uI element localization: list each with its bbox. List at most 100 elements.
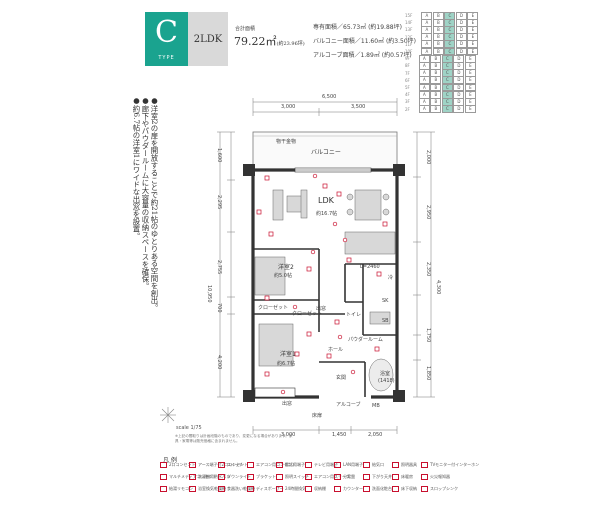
legend-symbol-icon: [334, 474, 341, 480]
legend-symbol-icon: [160, 486, 167, 492]
dim-right-5: 1,750: [425, 328, 431, 343]
legend-item: 給湯リモコン: [160, 486, 193, 492]
dim-left-2: 2,295: [216, 195, 222, 210]
description-line-2: ●廊下やパウダールームに大容量の収納スペースを確保。: [141, 96, 150, 290]
balcony-note: 物干金物: [276, 139, 297, 145]
legend-item-label: 火災報知器: [430, 474, 450, 479]
legend-item: LAN用端子: [334, 462, 363, 468]
legend-item: エアコン用スリーブ: [305, 474, 350, 480]
legend-symbol-icon: [421, 486, 428, 492]
room-wd: 出窓: [316, 306, 327, 312]
legend-symbol-icon: [421, 462, 428, 468]
legend-item: 下がり天井: [363, 474, 392, 480]
legend-symbol-icon: [189, 462, 196, 468]
dim-left-3: 2,755: [216, 260, 222, 275]
room-mb: MB: [372, 403, 380, 409]
dim-right-4: 4,300: [435, 280, 441, 295]
legend-item-label: 床暖房: [401, 474, 413, 479]
dim-bottom-1: 3,000: [281, 432, 296, 438]
legend-item: 洗面化粧台: [363, 486, 392, 492]
legend-item: テレビ用端子: [305, 462, 338, 468]
legend-item: マルチメディアコンセント: [160, 474, 217, 480]
room-bed2: 洋室2: [278, 264, 294, 271]
dim-left-total: 10,950: [206, 285, 212, 303]
floor-label: 9F: [405, 56, 410, 62]
legend-item-label: 24時間換気: [285, 486, 307, 491]
area-balcony: バルコニー面積／11.60㎡ (約3.50坪): [313, 38, 417, 45]
legend-item-label: ディスポーザー: [256, 486, 284, 491]
dim-right-6: 1,850: [425, 366, 431, 381]
legend-symbol-icon: [218, 462, 225, 468]
legend-item: TVモニター付インターホン: [421, 462, 479, 468]
legend-symbol-icon: [247, 462, 254, 468]
legend-item: ダウンライト: [218, 474, 251, 480]
room-window: 出窓: [282, 401, 293, 407]
legend-item: 電話用端子: [276, 462, 305, 468]
floor-label: 12F: [405, 34, 413, 40]
legend-symbol-icon: [247, 474, 254, 480]
floor-label: 15F: [405, 13, 413, 19]
floor-label: 11F: [405, 41, 413, 47]
floor-label: 2F: [405, 106, 410, 112]
room-rl: L=2460: [360, 264, 380, 270]
floor-label: 8F: [405, 63, 410, 69]
legend-item-label: ダウンライト: [227, 474, 251, 479]
room-bed1: 洋室1: [280, 351, 296, 358]
floor-label: 13F: [405, 27, 413, 33]
legend-item-label: エアコン用スリーブ: [314, 474, 350, 479]
total-area: 79.22㎡(約23.96坪): [234, 33, 305, 49]
dim-right-2: 2,950: [425, 205, 431, 220]
legend-item-label: カウンター: [343, 486, 363, 491]
layout-label: 2LDK: [193, 34, 223, 45]
floor-label: 6F: [405, 77, 410, 83]
room-bath: 浴室: [380, 371, 391, 377]
legend-item-label: 浴室換気乾燥機: [198, 486, 226, 491]
legend-item-label: 給気口: [372, 462, 384, 467]
room-hall: ホール: [328, 347, 344, 353]
legend-item-label: ブラケット: [256, 474, 276, 479]
compass-icon: [160, 407, 176, 423]
floor-label: 3F: [405, 99, 410, 105]
floor-label: 5F: [405, 84, 410, 90]
room-sb: SB: [382, 318, 389, 324]
legend-item: 収納棚: [305, 486, 326, 492]
legend-symbol-icon: [189, 474, 196, 480]
room-bath-size: (1418): [378, 378, 395, 384]
area-alcove: アルコーブ面積／1.89㎡ (約0.57坪): [313, 52, 412, 59]
room-toilet: トイレ: [346, 312, 362, 318]
legend-symbol-icon: [363, 474, 370, 480]
legend-item-label: 照明スイッチ: [285, 474, 309, 479]
legend-symbol-icon: [334, 462, 341, 468]
legend-symbol-icon: [334, 486, 341, 492]
legend-item-label: 照明器具: [401, 462, 417, 467]
legend-item: 2口コンセント: [160, 462, 196, 468]
legend-item-label: テレビ用端子: [314, 462, 338, 467]
legend-symbol-icon: [392, 462, 399, 468]
legend-item: スイッチ: [218, 462, 243, 468]
floor-label: 14F: [405, 20, 413, 26]
legend-item-label: 収納棚: [314, 486, 326, 491]
total-area-label: 合計面積: [235, 26, 256, 32]
room-ldk: LDK: [318, 196, 334, 205]
total-area-value: 79.22㎡: [234, 35, 277, 48]
type-badge: C TYPE: [145, 12, 188, 66]
legend-symbol-icon: [305, 474, 312, 480]
dim-top-2: 3,500: [351, 104, 366, 110]
legend-symbol-icon: [218, 486, 225, 492]
legend-symbol-icon: [218, 474, 225, 480]
dim-left-4: 700: [216, 303, 222, 313]
legend-symbol-icon: [160, 474, 167, 480]
floor-cell: C: [441, 105, 453, 113]
legend-item: 食器洗い乾燥機: [218, 486, 255, 492]
legend-item-label: 電話用端子: [285, 462, 305, 467]
legend-symbol-icon: [392, 474, 399, 480]
room-powder: パウダールーム: [348, 337, 383, 343]
legend-item: 床下収納: [392, 486, 417, 492]
room-entrance: 玄関: [336, 375, 347, 381]
type-letter: C: [155, 15, 178, 50]
legend-item-label: 洗濯機用防水パン: [198, 474, 231, 479]
legend-item-label: 床下収納: [401, 486, 417, 491]
total-area-tsubo: (約23.96坪): [276, 41, 305, 47]
legend-symbol-icon: [276, 474, 283, 480]
